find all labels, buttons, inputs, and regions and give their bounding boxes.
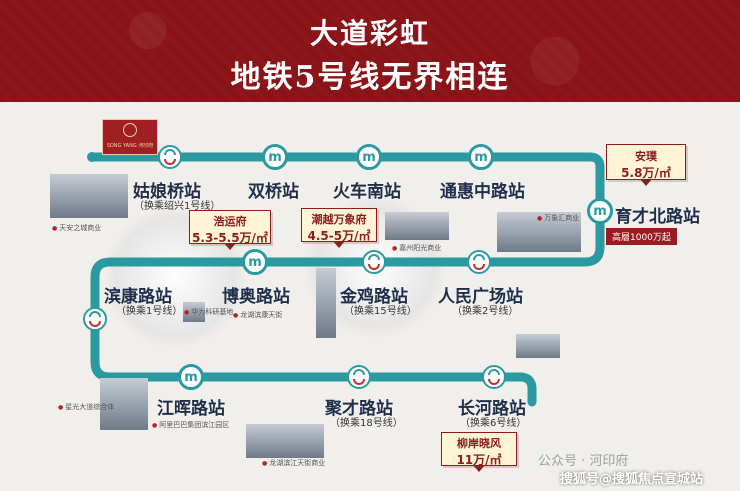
landmark-label: 万象汇商业 [537, 213, 579, 223]
header-pattern [0, 0, 740, 102]
logo-text: SONG YANG 河印府 [106, 143, 154, 149]
tag-price: 5.8万/㎡ [621, 166, 671, 180]
station-jucailu: 聚才路站 [325, 399, 393, 419]
station-binkanglu-transfer: （换乘1号线） [116, 306, 183, 317]
price-badge: 高層1000万起 [606, 228, 677, 245]
metro-station-icon: m [356, 144, 382, 170]
transfer-node-icon [158, 145, 182, 169]
station-yucaibeilu: 育才北路站 [615, 207, 700, 227]
tag-name: 浩运府 [213, 215, 247, 228]
station-tonghuizhonglu: 通惠中路站 [440, 182, 525, 202]
landmark-label: 华为科研基地 [184, 307, 233, 317]
transfer-node-icon [467, 250, 491, 274]
station-shuangqiao: 双桥站 [248, 182, 299, 202]
landmark-label: 星光大道综合体 [58, 402, 114, 412]
tag-price: 11万/㎡ [456, 453, 502, 467]
tag-name: 柳岸晓风 [457, 437, 501, 450]
landmark-label: 龙湖滨康天街 [233, 310, 282, 320]
station-jinjilu-transfer: （换乘15号线） [344, 306, 417, 317]
transfer-node-icon [482, 365, 506, 389]
station-renminguangchang: 人民广场站 [438, 287, 523, 307]
station-changhelu: 长河路站 [458, 399, 526, 419]
tag-price: 5.3-5.5万/㎡ [192, 231, 268, 245]
header-title-line1: 大道彩虹 [309, 17, 430, 50]
landmark-label: 龙湖滨江天街商业 [262, 458, 325, 468]
station-changhelu-transfer: （换乘6号线） [460, 418, 527, 429]
landmark-label: 嘉州阳光商业 [392, 243, 441, 253]
watermark-official: 公众号 · 河印府 [538, 454, 629, 469]
header-banner: 大道彩虹 地铁5号线无界相连 [0, 0, 740, 102]
transfer-node-icon [362, 250, 386, 274]
logo-ring-icon [123, 123, 137, 137]
station-binkanglu: 滨康路站 [104, 287, 172, 307]
station-gunianqiao-transfer: （换乘绍兴1号线） [134, 201, 221, 212]
header-title-line2: 地铁5号线无界相连 [230, 60, 510, 95]
metro-station-icon: m [587, 198, 613, 224]
building-image [246, 424, 324, 458]
station-renminguangchang-transfer: （换乘2号线） [452, 306, 519, 317]
station-boaolu: 博奥路站 [222, 287, 290, 307]
station-jianghuilu: 江晖路站 [157, 399, 225, 419]
metro-map: SONG YANG 河印府 m m m m 姑娘桥站 （换乘绍兴1号线） 双桥站… [0, 102, 740, 491]
station-huochenan: 火车南站 [333, 182, 401, 202]
building-image [516, 334, 560, 358]
building-image [316, 268, 336, 338]
landmark-label: 阿里巴巴集团滨江园区 [152, 420, 229, 430]
tag-name: 潮越万象府 [311, 213, 367, 226]
tag-name: 安璞 [635, 150, 657, 163]
metro-station-icon: m [178, 364, 204, 390]
price-tag-chaoyue: 潮越万象府 4.5-5万/㎡ [301, 208, 377, 248]
price-tag-haoyun: 浩运府 5.3-5.5万/㎡ [189, 210, 271, 250]
landmark-label: 天安之城商业 [52, 223, 101, 233]
price-tag-liuan: 柳岸晓风 11万/㎡ [441, 432, 517, 472]
metro-route-line [87, 152, 605, 407]
metro-station-icon: m [262, 144, 288, 170]
transfer-node-icon [83, 307, 107, 331]
building-image [50, 174, 128, 218]
price-tag-anpu: 安璞 5.8万/㎡ [606, 144, 686, 186]
station-jucailu-transfer: （换乘18号线） [330, 418, 403, 429]
tag-price: 4.5-5万/㎡ [307, 229, 371, 243]
building-image [385, 212, 449, 240]
metro-station-icon: m [468, 144, 494, 170]
station-gunianqiao: 姑娘桥站 [133, 182, 201, 202]
transfer-node-icon [347, 365, 371, 389]
project-logo: SONG YANG 河印府 [102, 119, 158, 155]
station-jinjilu: 金鸡路站 [340, 287, 408, 307]
metro-station-icon: m [242, 249, 268, 275]
watermark-sohu: 搜狐号@搜狐焦点宣城站 [560, 472, 704, 487]
